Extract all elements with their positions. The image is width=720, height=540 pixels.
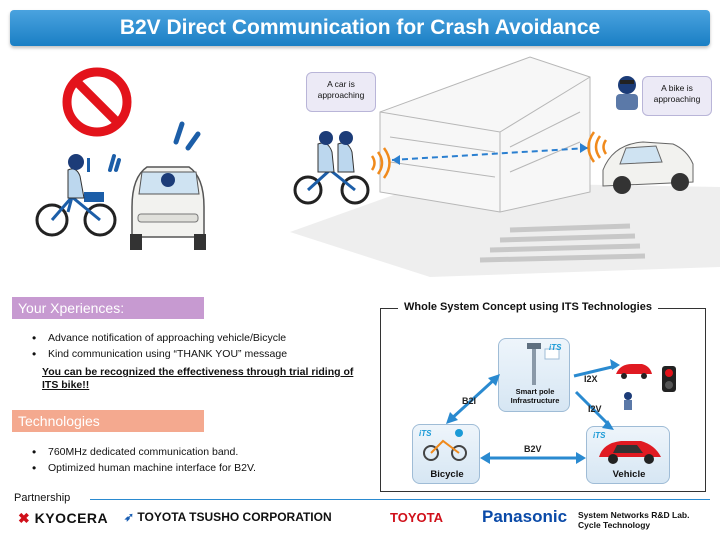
b2i-label: B2I	[462, 396, 477, 406]
page-title: B2V Direct Communication for Crash Avoid…	[10, 10, 710, 46]
snrd-logo: System Networks R&D Lab. Cycle Technolog…	[578, 510, 689, 530]
list-item: 760MHz dedicated communication band.	[30, 445, 256, 459]
smart-pole-node: iTS Smart pole Infrastructure	[498, 338, 570, 412]
list-item: Advance notification of approaching vehi…	[30, 331, 287, 345]
technologies-heading: Technologies	[12, 410, 204, 432]
kyocera-mark-icon: ✖	[18, 510, 31, 526]
technologies-list: 760MHz dedicated communication band. Opt…	[30, 445, 256, 478]
toyota-tsusho-logo: ➶ TOYOTA TSUSHO CORPORATION	[124, 510, 332, 524]
i2x-label: I2X	[584, 374, 598, 384]
system-concept-arrows	[446, 359, 676, 464]
crash-avoidance-illustration	[35, 56, 720, 277]
b2v-label: B2V	[524, 444, 542, 454]
speech-bubble-text: A car is approaching	[317, 79, 365, 100]
xperiences-heading-text: Your Xperiences:	[18, 300, 125, 316]
technologies-heading-text: Technologies	[18, 413, 100, 429]
intersection-scene	[290, 56, 720, 277]
kyocera-logo-text: KYOCERA	[34, 510, 109, 526]
recognition-note: You can be recognized the effectiveness …	[42, 366, 354, 391]
partnership-divider	[90, 499, 710, 500]
vehicle-label: Vehicle	[612, 469, 646, 480]
no-entry-sign-icon	[62, 67, 132, 137]
vehicle-node: iTS Vehicle	[586, 426, 670, 484]
xperiences-heading: Your Xperiences:	[12, 297, 204, 319]
snrd-line-2: Cycle Technology	[578, 520, 651, 530]
toyota-logo: TOYOTA	[390, 510, 443, 525]
list-item: Kind communication using “THANK YOU” mes…	[30, 347, 287, 361]
cyclist-left-icon	[35, 154, 117, 237]
bicycle-node: iTS Bicycle	[412, 424, 480, 484]
its-tag: iTS	[549, 343, 562, 352]
signal-waves-left-icon	[370, 147, 391, 179]
its-tag: iTS	[419, 429, 432, 438]
its-tag: iTS	[593, 431, 606, 440]
speech-bubble-bike-approaching: A bike is approaching	[642, 76, 712, 116]
cyclist-right-icon	[293, 131, 370, 205]
smart-pole-label: Smart pole Infrastructure	[510, 387, 560, 405]
speech-bubble-car-approaching: A car is approaching	[306, 72, 376, 112]
b2v-link-line	[391, 147, 589, 161]
partnership-label: Partnership	[14, 492, 71, 504]
i2x-targets-icon	[616, 364, 676, 410]
bicycle-label: Bicycle	[430, 469, 464, 480]
driver-avatar-icon	[616, 76, 638, 110]
list-item: Optimized human machine interface for B2…	[30, 461, 256, 475]
toyota-tsusho-logo-text: TOYOTA TSUSHO CORPORATION	[137, 510, 332, 524]
page-title-text: B2V Direct Communication for Crash Avoid…	[119, 16, 601, 39]
car-right-icon	[602, 141, 694, 194]
panasonic-logo: Panasonic	[482, 507, 568, 526]
xperiences-list: Advance notification of approaching vehi…	[30, 331, 287, 364]
red-car-icon	[599, 441, 661, 464]
snrd-line-1: System Networks R&D Lab.	[578, 510, 690, 520]
signal-waves-right-icon	[587, 131, 608, 163]
smart-pole-icon	[527, 343, 560, 385]
car-left-icon	[130, 121, 206, 250]
kyocera-logo: ✖ KYOCERA	[18, 510, 108, 527]
system-concept-title: Whole System Concept using ITS Technolog…	[398, 301, 658, 313]
i2v-label: I2V	[588, 404, 602, 414]
speech-bubble-text: A bike is approaching	[653, 83, 701, 104]
toyota-tsusho-mark-icon: ➶	[124, 510, 135, 524]
bicycle-icon	[423, 429, 467, 461]
